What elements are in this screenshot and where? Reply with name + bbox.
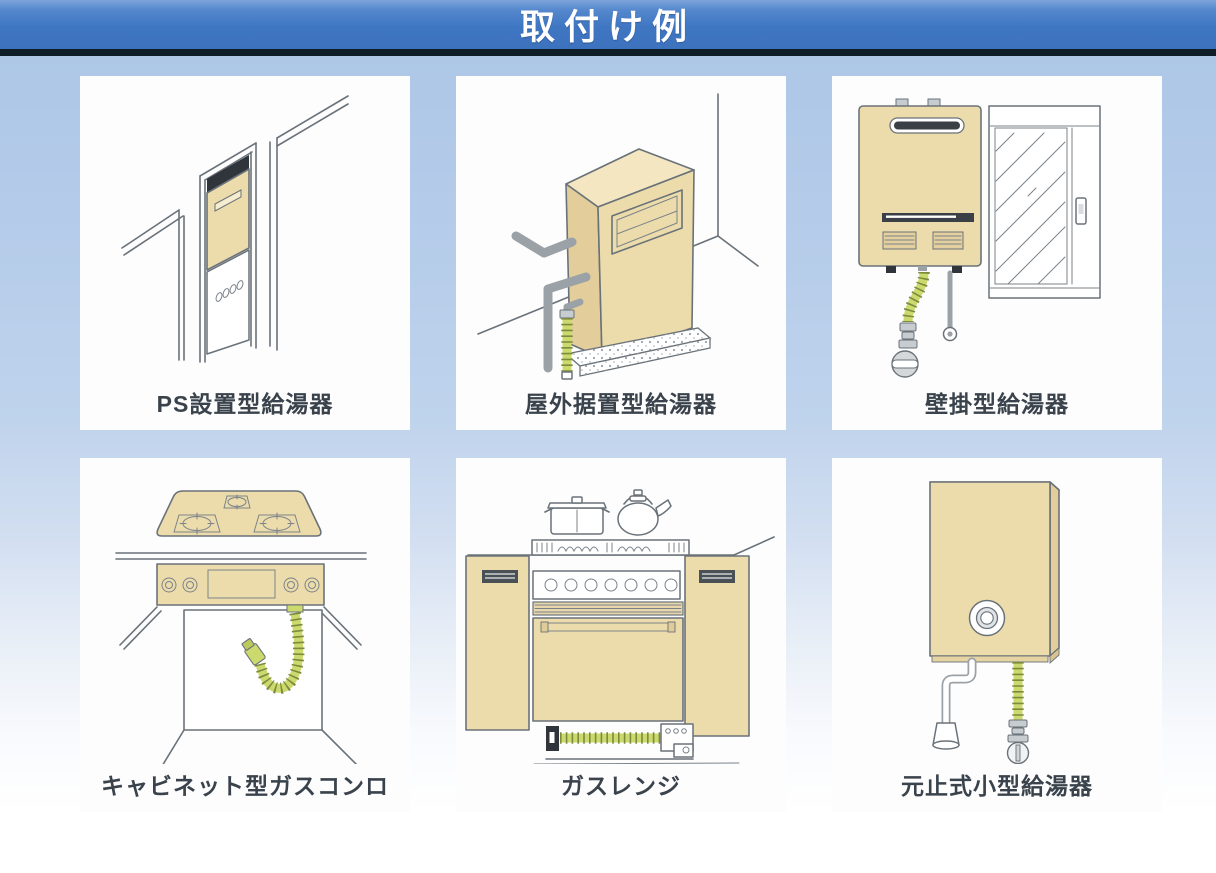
- panel-gas-range: ガスレンジ: [456, 458, 786, 812]
- title-banner: 取付け例: [0, 0, 1216, 56]
- panel-compact-water-heater: 元止式小型給湯器: [832, 458, 1162, 812]
- panel-label: キャビネット型ガスコンロ: [101, 773, 389, 799]
- flex-hose-and-gas-valve: [891, 271, 930, 378]
- side-cabinets: [465, 555, 750, 737]
- heater-cabinet: [565, 148, 695, 359]
- single-point-compact-water-heater-illustration: [929, 481, 1060, 764]
- panel-outdoor-water-heater: 屋外据置型給湯器: [456, 76, 786, 430]
- pipe-shaft-water-heater-illustration: [121, 95, 349, 363]
- pot-icon: [544, 496, 610, 535]
- panel-label: 元止式小型給湯器: [901, 773, 1093, 799]
- exhaust-vent: [894, 121, 960, 130]
- panel-wall-mounted-water-heater: 壁掛型給湯器: [832, 76, 1162, 430]
- recessed-heater-unit: [206, 155, 250, 355]
- heater-unit: [858, 98, 982, 273]
- control-knobs: [544, 578, 678, 592]
- burner-tray: [531, 539, 690, 556]
- panel-label: 屋外据置型給湯器: [525, 391, 717, 417]
- range-front: [532, 570, 684, 722]
- water-pipe: [942, 270, 958, 342]
- built-in-cooktop: [156, 490, 322, 537]
- water-spout-pipe: [932, 657, 977, 750]
- panel-label: 壁掛型給湯器: [925, 391, 1069, 417]
- oven-door: [532, 617, 684, 722]
- panel-label: ガスレンジ: [561, 773, 681, 799]
- page-title: 取付け例: [519, 8, 696, 47]
- window: [988, 105, 1101, 299]
- concrete-base: [564, 327, 712, 377]
- panel-grid: PS設置型給湯器: [0, 56, 1216, 812]
- flex-hose-connection: [533, 723, 740, 764]
- flex-hose-connection: [559, 298, 584, 380]
- gas-range-illustration: [465, 489, 775, 764]
- panel-label: PS設置型給湯器: [156, 391, 334, 417]
- countertop-lines: [115, 552, 367, 560]
- kettle-icon: [617, 489, 672, 536]
- cabinet-gas-stove-illustration: [115, 490, 367, 764]
- panel-cabinet-gas-stove: キャビネット型ガスコンロ: [80, 458, 410, 812]
- outdoor-floor-standing-water-heater-illustration: [477, 93, 759, 380]
- wall-mounted-water-heater-illustration: [858, 98, 1101, 378]
- flex-hose-and-plug: [1006, 662, 1030, 764]
- window-glass-hatching: [995, 132, 1066, 285]
- burners: [173, 494, 301, 535]
- flex-hose-connection: [241, 604, 305, 694]
- wall-lines: [121, 95, 349, 363]
- intake-grilles: [882, 231, 964, 250]
- heater-body: [929, 481, 1060, 665]
- panel-ps-water-heater: PS設置型給湯器: [80, 76, 410, 430]
- control-panel: [156, 563, 325, 606]
- cabinet-interior: [119, 606, 362, 764]
- hose-plug-icon: [241, 638, 266, 666]
- gas-pipes: [511, 231, 591, 373]
